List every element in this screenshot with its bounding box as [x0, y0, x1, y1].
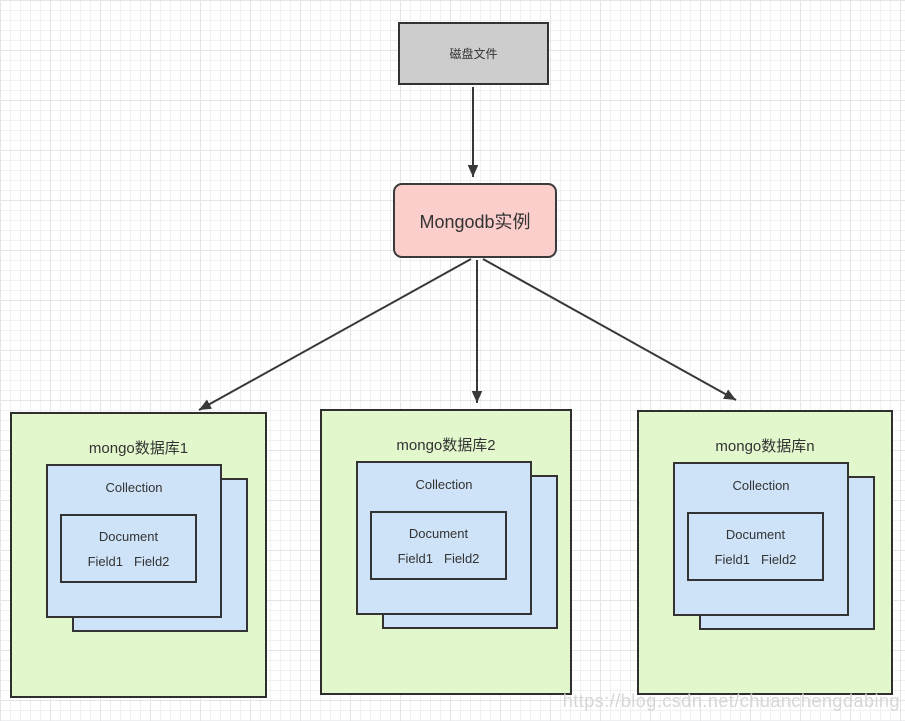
arrow-instance-to-db1 — [198, 258, 472, 411]
document-node: Document Field1 Field2 — [687, 512, 824, 581]
collection-node: Collection Document Field1 Field2 — [46, 464, 222, 618]
arrow-instance-to-dbn — [482, 258, 737, 401]
disk-file-node: 磁盘文件 — [398, 22, 549, 85]
collection-label: Collection — [732, 478, 790, 493]
document-fields: Field1 Field2 — [398, 551, 480, 566]
document-label: Document — [408, 526, 469, 541]
collection-node: Collection Document Field1 Field2 — [673, 462, 849, 616]
document-node: Document Field1 Field2 — [370, 511, 507, 580]
database-title: mongo数据库n — [715, 438, 815, 455]
database-node-n: mongo数据库n Collection Document Field1 Fie… — [637, 410, 893, 695]
collection-node: Collection Document Field1 Field2 — [356, 461, 532, 615]
field-label: Field1 — [714, 552, 750, 567]
database-node-2: mongo数据库2 Collection Document Field1 Fie… — [320, 409, 572, 695]
field-label: Field2 — [761, 552, 797, 567]
collection-label: Collection — [415, 477, 473, 492]
field-label: Field2 — [444, 551, 480, 566]
field-label: Field2 — [134, 554, 170, 569]
document-label: Document — [98, 529, 159, 544]
database-title: mongo数据库2 — [396, 437, 496, 454]
database-node-1: mongo数据库1 Collection Document Field1 Fie… — [10, 412, 267, 698]
document-fields: Field1 Field2 — [88, 554, 170, 569]
field-label: Field1 — [87, 554, 123, 569]
field-label: Field1 — [397, 551, 433, 566]
document-fields: Field1 Field2 — [715, 552, 797, 567]
mongodb-instance-node: Mongodb实例 — [393, 183, 557, 258]
mongodb-instance-label: Mongodb实例 — [419, 211, 531, 232]
disk-file-label: 磁盘文件 — [449, 47, 498, 61]
document-label: Document — [725, 527, 786, 542]
collection-label: Collection — [105, 480, 163, 495]
document-node: Document Field1 Field2 — [60, 514, 197, 583]
database-title: mongo数据库1 — [88, 440, 189, 457]
watermark-url: https://blog.csdn.net/chuanchengdabing — [562, 691, 900, 711]
